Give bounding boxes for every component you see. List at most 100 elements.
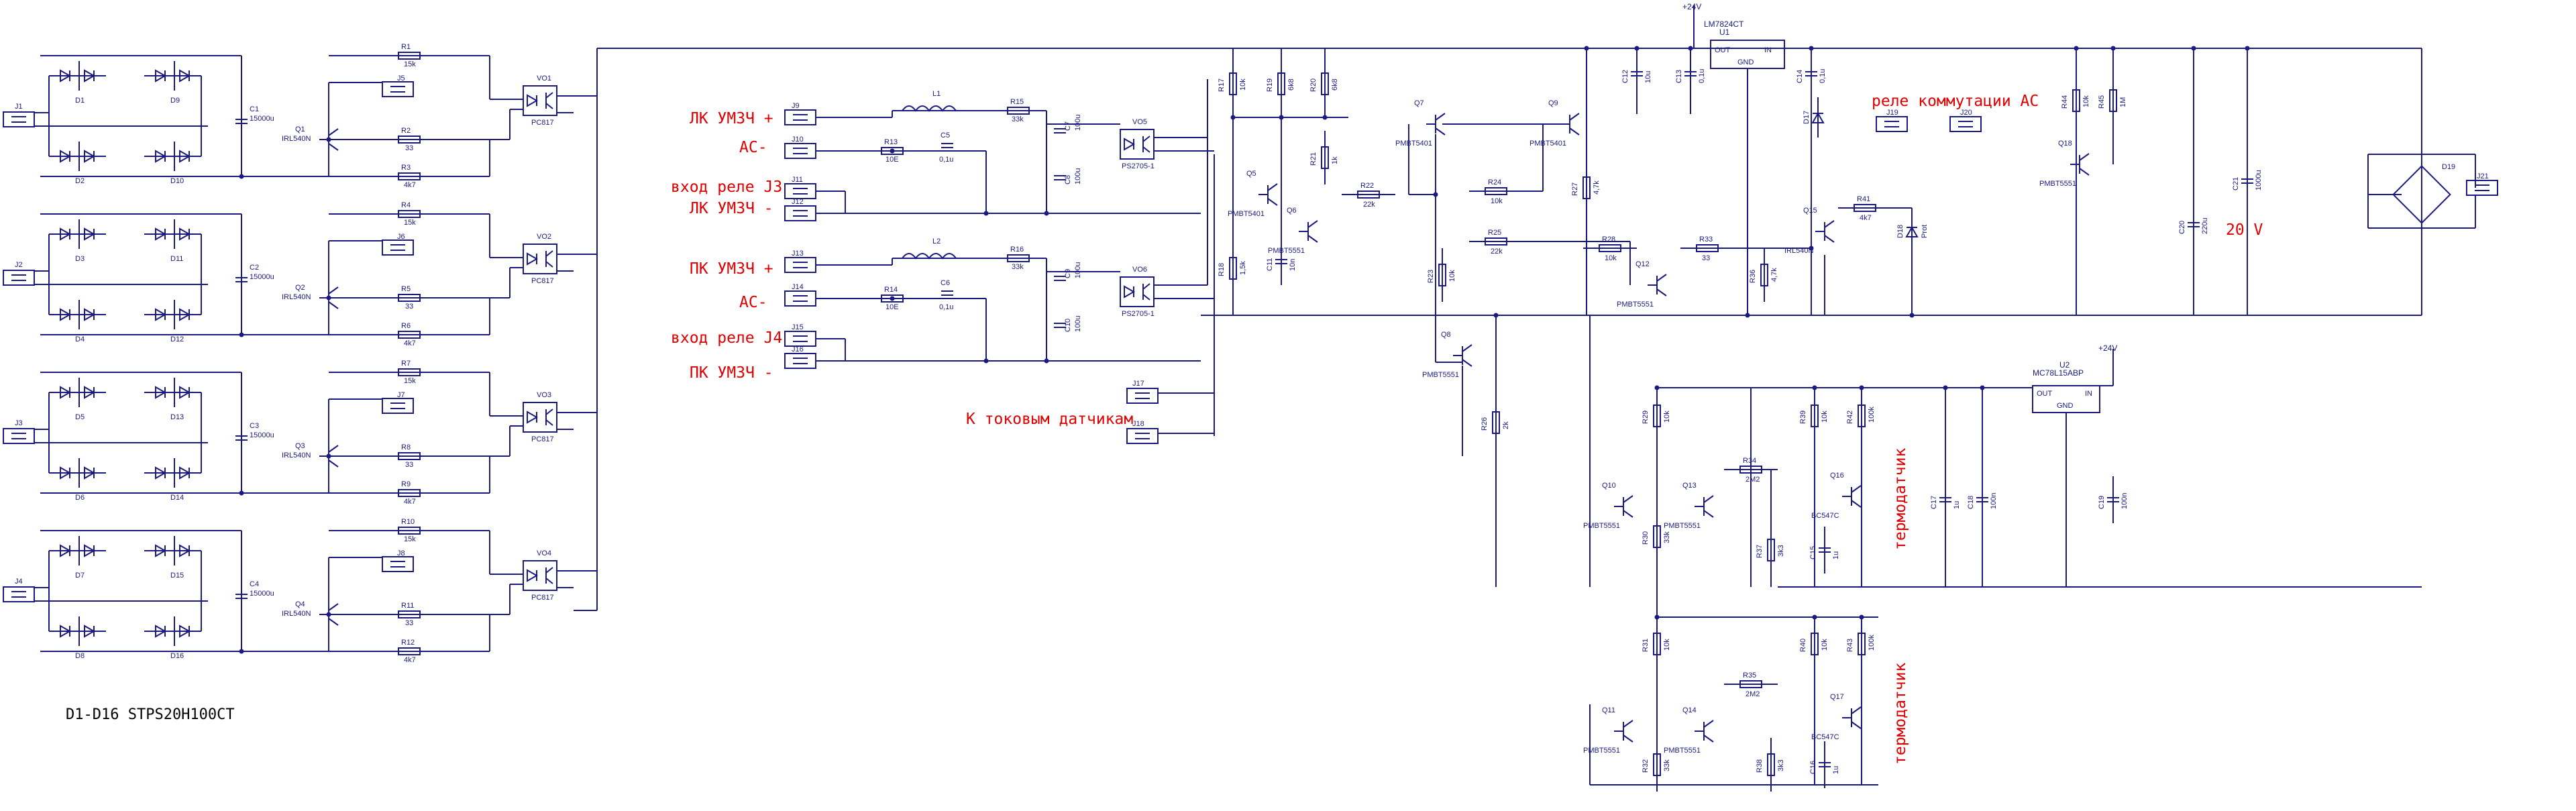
resistor [1485, 187, 1507, 195]
cap-ref: C20 [2178, 221, 2186, 234]
res-val: 10E [885, 303, 899, 311]
mosfet-ref: Q2 [295, 284, 305, 292]
opto-val: PS2705-1 [1122, 162, 1155, 170]
res-val: 10k [1821, 639, 1829, 651]
capacitor [1819, 547, 1831, 553]
cap [941, 143, 953, 148]
wire [1267, 183, 1278, 191]
wire [328, 143, 339, 151]
res-ref: R41 [1857, 195, 1870, 203]
jack [1876, 116, 1908, 132]
jack-in [3, 270, 35, 286]
res-val: 1M [2119, 97, 2127, 107]
jack-out-ref: J6 [397, 233, 405, 241]
cap-val: 10u [1644, 71, 1652, 83]
diode [155, 69, 167, 83]
u1-ref: U1 [1719, 28, 1730, 37]
res-ref: R20 [1309, 78, 1318, 92]
diode-triangle [179, 544, 191, 557]
cap-ref: C10 [1064, 319, 1072, 332]
res-val: 10k [1448, 270, 1456, 282]
res-ref: R30 [1642, 531, 1650, 545]
note-in-j4: вход реле J4 [671, 329, 782, 347]
control-wiring [1230, 46, 2476, 786]
cap-val: 10n [1289, 259, 1297, 271]
transistor [1695, 720, 1714, 743]
opto-led [527, 569, 539, 582]
cap-val: 100u [1074, 168, 1082, 184]
resistor [881, 294, 904, 303]
jack-body [3, 270, 35, 286]
resistor [398, 452, 421, 460]
inductor [902, 253, 957, 260]
wire [328, 286, 339, 294]
diode [84, 544, 96, 557]
wire [328, 603, 339, 611]
wire [1703, 495, 1714, 503]
junction-dot [1493, 313, 1499, 318]
diode-triangle [84, 625, 96, 638]
plus24-label-a: +24V [1682, 2, 1701, 11]
jack-out-ref: J5 [397, 74, 405, 83]
cap-val: 1u [1953, 501, 1961, 509]
res-ref: R38 [1756, 759, 1764, 773]
res-ref: R21 [1309, 152, 1318, 166]
wire [1307, 220, 1318, 228]
jack-in [3, 586, 35, 602]
wire [328, 128, 339, 136]
smoothing-cap [235, 435, 248, 441]
jack-body [784, 143, 816, 159]
wire [1142, 136, 1150, 142]
u1-part: LM7824CT [1704, 19, 1744, 29]
res-val: 2k [1502, 421, 1510, 429]
wire [1824, 235, 1835, 243]
smoothing-cap [235, 594, 248, 599]
junction-dot [1322, 115, 1328, 120]
optocoupler [1120, 276, 1155, 307]
diode-triangle [155, 308, 167, 321]
res-val: 6k8 [1331, 78, 1339, 91]
res-val: 33k [1663, 759, 1671, 771]
wire [1462, 344, 1472, 352]
jack-ref: J21 [2477, 172, 2489, 180]
diode [179, 386, 191, 399]
part-j20: J20 [1949, 109, 1982, 132]
res-ref: R17 [1218, 78, 1226, 92]
res-ref: R13 [884, 138, 898, 146]
diode-triangle [179, 386, 191, 399]
resistor [1767, 753, 1775, 776]
cap-val: 0,1u [939, 156, 953, 164]
resistor [398, 647, 421, 655]
diode [155, 227, 167, 241]
diode-triangle [60, 69, 72, 83]
wire [1851, 500, 1862, 508]
u2-ref: U2 [2059, 360, 2070, 370]
junction-dot [1909, 313, 1915, 318]
u2-in: IN [2085, 390, 2092, 398]
jack-ref: J12 [792, 198, 804, 206]
diode-triangle [155, 625, 167, 638]
wire [1569, 113, 1580, 121]
transistor-ref: Q5 [1246, 170, 1256, 178]
cap-ref: C16 [1809, 761, 1817, 774]
res-val: 6k8 [1287, 78, 1295, 91]
transistor [1842, 485, 1862, 508]
cap-ref: C8 [1064, 175, 1072, 184]
res-ref: R27 [1571, 182, 1579, 196]
diode-ref: D12 [170, 335, 184, 343]
inductor-ref: L2 [932, 237, 941, 246]
res-ref: R10 [401, 518, 415, 526]
diode-ref: D15 [170, 572, 184, 580]
junction-dot [1433, 192, 1438, 197]
res-ref: R9 [401, 480, 411, 488]
res-ref: R24 [1488, 178, 1501, 186]
u2-out: OUT [2037, 390, 2053, 398]
cap-ref: C15 [1809, 546, 1817, 559]
junction-dot [2191, 46, 2196, 51]
cap-ref: C7 [1064, 121, 1072, 131]
diode [179, 150, 191, 163]
jack-ref: J13 [792, 250, 804, 258]
resistor [398, 331, 421, 339]
